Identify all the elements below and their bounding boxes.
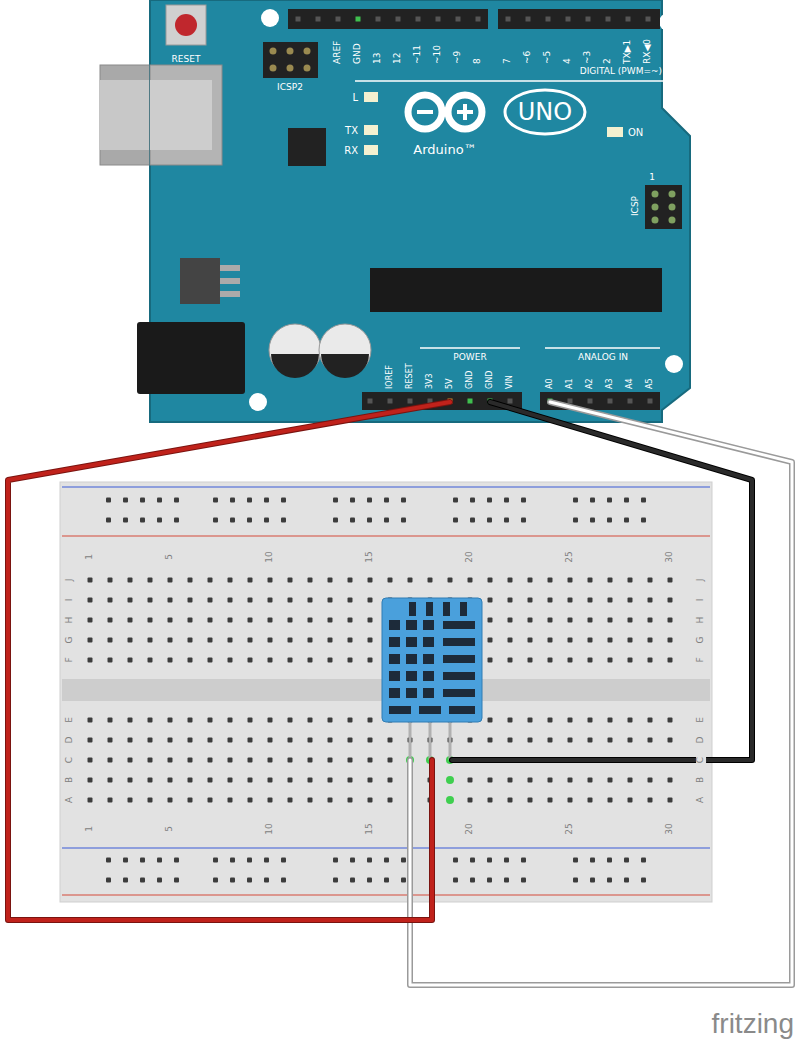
header-label: ANALOG IN — [578, 353, 628, 363]
row-letter: H — [65, 616, 75, 625]
pin-label: 5V — [446, 378, 455, 389]
column-number: 10 — [265, 550, 275, 563]
pin-label: ~10 — [433, 45, 443, 64]
column-number: 25 — [565, 550, 575, 563]
row-letter: B — [696, 776, 706, 784]
dht11-sensor — [382, 598, 482, 760]
row-letter: A — [65, 796, 75, 804]
breadboard — [60, 482, 712, 902]
led-label: TX — [345, 125, 358, 136]
pin-label: A3 — [606, 378, 615, 389]
pin-label: TX▶1 — [623, 40, 633, 64]
row-letter: G — [65, 636, 75, 645]
row-letter: H — [696, 616, 706, 625]
row-letter: J — [696, 578, 706, 583]
pin-label: A5 — [646, 378, 655, 389]
pin-label: ~6 — [523, 51, 533, 64]
row-letter: F — [696, 656, 706, 663]
column-number: 20 — [465, 550, 475, 563]
pin-label: 2 — [603, 58, 613, 64]
board-model: UNO — [518, 99, 572, 125]
button-label: RESET — [172, 55, 201, 65]
pin-label: ~9 — [453, 51, 463, 64]
column-number: 20 — [465, 822, 475, 835]
row-letter: D — [696, 736, 706, 745]
column-number: 15 — [365, 550, 375, 563]
pin-label: ~5 — [543, 51, 553, 64]
column-number: 30 — [665, 822, 675, 835]
column-number: 30 — [665, 550, 675, 563]
pin-label: ~11 — [413, 45, 423, 64]
pin-label: 13 — [373, 53, 383, 64]
row-letter: I — [696, 598, 706, 603]
pin-label: A0 — [546, 378, 555, 389]
wires — [8, 402, 792, 985]
row-letter: C — [696, 756, 706, 764]
led-label: ON — [628, 127, 643, 138]
pin-label: A1 — [566, 378, 575, 389]
pin-label: 1 — [649, 173, 655, 183]
row-letter: C — [65, 756, 75, 764]
header-label: ICSP — [631, 196, 641, 216]
header-label: DIGITAL (PWM=~) — [580, 67, 662, 77]
led-label: L — [352, 92, 358, 103]
header-label: POWER — [453, 353, 486, 363]
pin-label: RESET — [406, 363, 415, 389]
pin-label: 3V3 — [426, 373, 435, 389]
column-number: 10 — [265, 822, 275, 835]
pin-label: VIN — [506, 375, 515, 389]
pin-label: GND — [486, 371, 495, 389]
pin-label: ~3 — [583, 51, 593, 64]
pin-label: A4 — [626, 378, 635, 389]
pin-label: GND — [353, 43, 363, 64]
arduino-board — [100, 0, 690, 422]
pin-label: GND — [466, 371, 475, 389]
header-label: ICSP2 — [277, 83, 303, 93]
led-label: RX — [344, 145, 358, 156]
column-number: 25 — [565, 822, 575, 835]
column-number: 1 — [85, 553, 95, 561]
row-letter: G — [696, 636, 706, 645]
row-letter: D — [65, 736, 75, 745]
pin-label: 8 — [473, 58, 483, 64]
pin-label: 4 — [563, 58, 573, 64]
row-letter: E — [696, 716, 706, 724]
pin-label: 12 — [393, 53, 403, 64]
column-number: 1 — [85, 825, 95, 833]
column-number: 5 — [165, 825, 175, 833]
column-number: 5 — [165, 553, 175, 561]
pin-label: A2 — [586, 378, 595, 389]
row-letter: F — [65, 656, 75, 663]
pin-label: 7 — [503, 58, 513, 64]
pin-label: AREF — [333, 41, 343, 64]
row-letter: I — [65, 598, 75, 603]
watermark: fritzing — [712, 1009, 794, 1040]
row-letter: E — [65, 716, 75, 724]
row-letter: A — [696, 796, 706, 804]
pin-label: IOREF — [386, 365, 395, 389]
row-letter: B — [65, 776, 75, 784]
brand-name: Arduino™ — [413, 143, 476, 157]
row-letter: J — [65, 578, 75, 583]
pin-label: RX◀0 — [643, 39, 653, 64]
column-number: 15 — [365, 822, 375, 835]
